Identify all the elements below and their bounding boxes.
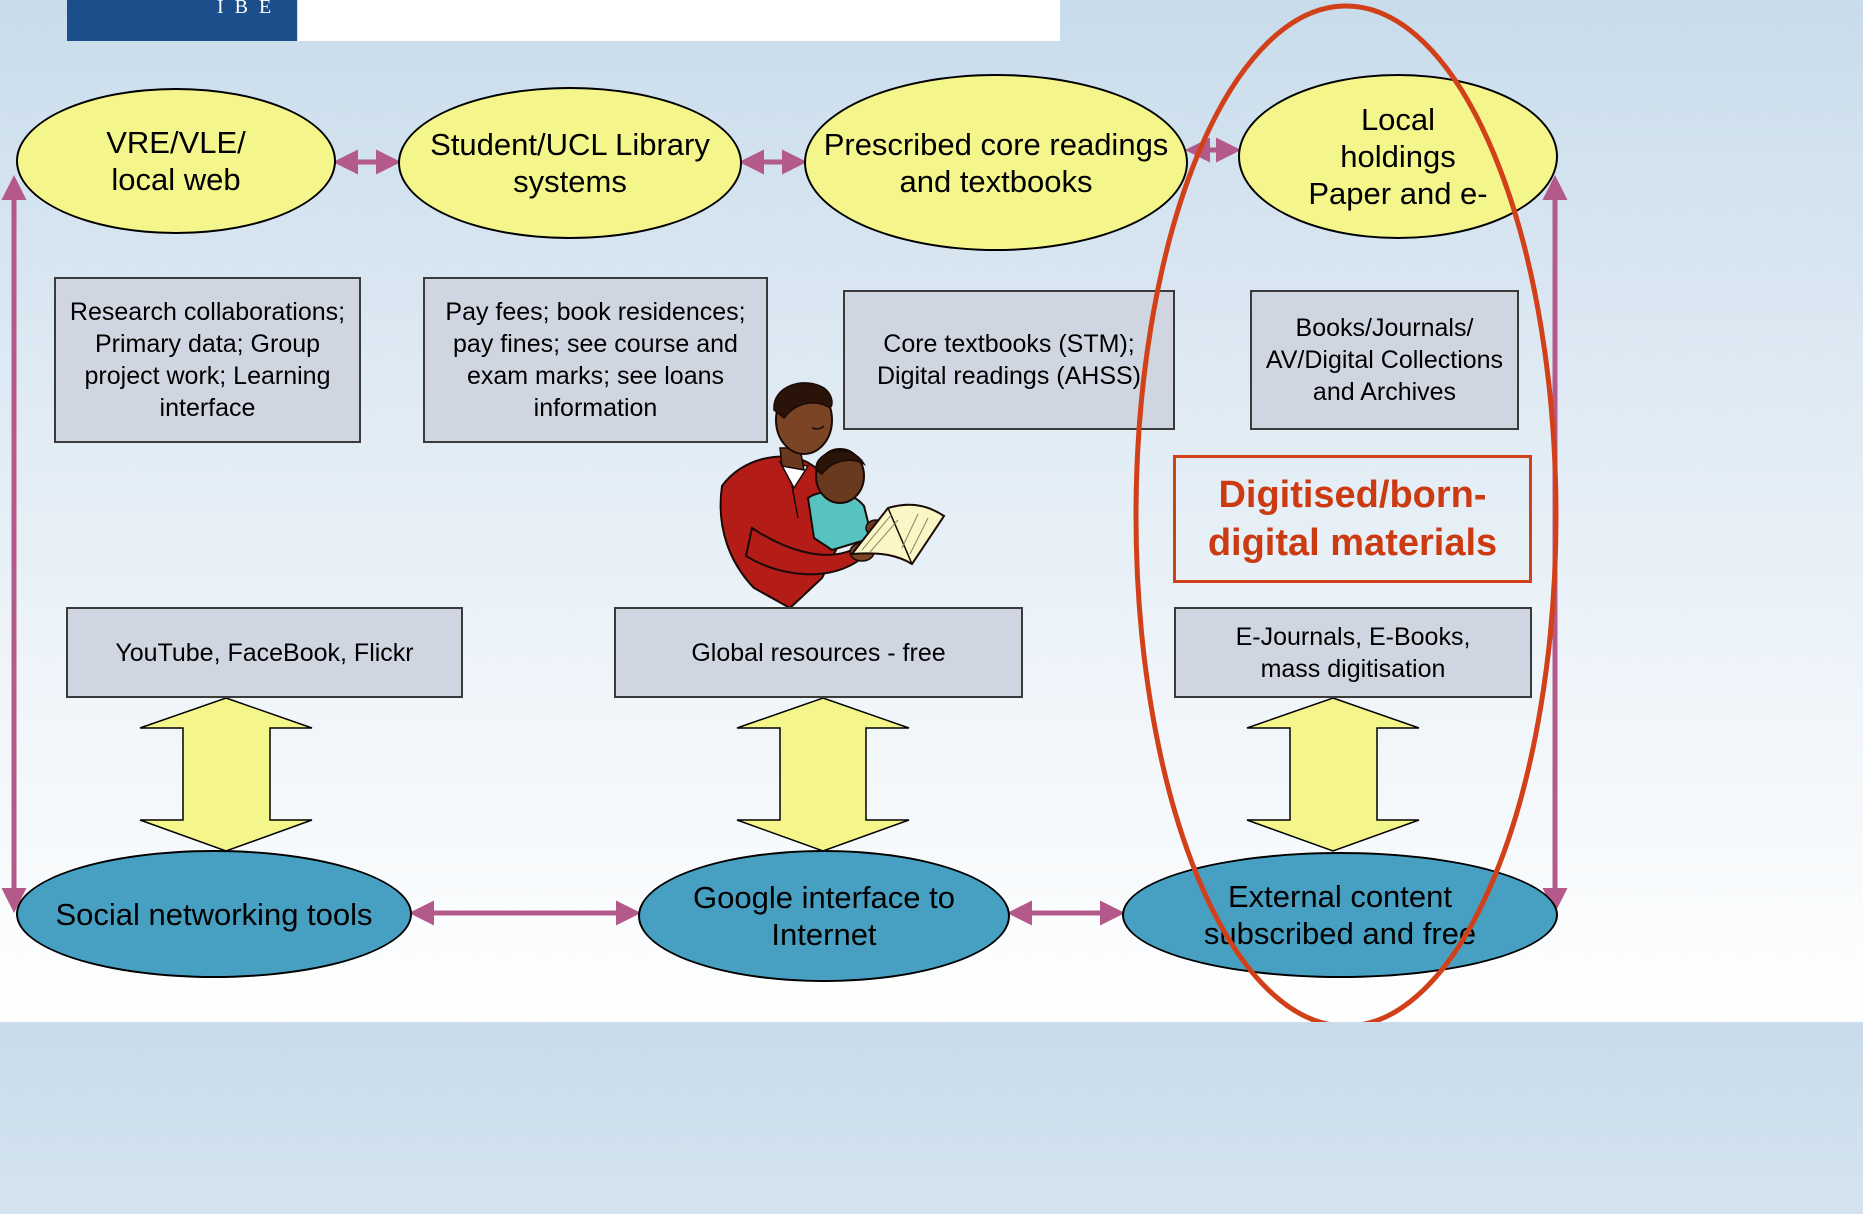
oval-local-holdings: Local holdings Paper and e- [1238, 74, 1558, 239]
double-arrow-external [1246, 697, 1420, 852]
box-student-services: Pay fees; book residences; pay fines; se… [423, 277, 768, 443]
box-research: Research collaborations; Primary data; G… [54, 277, 361, 443]
callout-digitised: Digitised/born- digital materials [1173, 455, 1532, 583]
box-social-resources-label: YouTube, FaceBook, Flickr [115, 638, 414, 667]
oval-social-networking: Social networking tools [16, 850, 412, 978]
oval-library-systems: Student/UCL Library systems [398, 87, 742, 239]
oval-google-interface: Google interface to Internet [638, 850, 1010, 982]
box-research-label: Research collaborations; Primary data; G… [69, 298, 346, 422]
logo-text: I B E [217, 0, 275, 18]
box-global-resources: Global resources - free [614, 607, 1023, 698]
box-global-resources-label: Global resources - free [691, 638, 946, 667]
oval-external-content: External content subscribed and free [1122, 852, 1558, 978]
header-bar [298, 0, 1060, 41]
box-ejournals-label: E-Journals, E-Books, mass digitisation [1235, 622, 1471, 683]
box-collections: Books/Journals/ AV/Digital Collections a… [1250, 290, 1519, 430]
father-reading-icon [719, 382, 946, 610]
oval-prescribed-readings-label: Prescribed core readings and textbooks [823, 126, 1169, 199]
box-collections-label: Books/Journals/ AV/Digital Collections a… [1265, 314, 1504, 406]
oval-prescribed-readings: Prescribed core readings and textbooks [804, 74, 1188, 251]
box-student-services-label: Pay fees; book residences; pay fines; se… [445, 298, 746, 422]
box-core-textbooks: Core textbooks (STM); Digital readings (… [843, 290, 1175, 430]
box-social-resources: YouTube, FaceBook, Flickr [66, 607, 463, 698]
box-ejournals: E-Journals, E-Books, mass digitisation [1174, 607, 1532, 698]
oval-social-networking-label: Social networking tools [55, 896, 373, 932]
box-core-textbooks-label: Core textbooks (STM); Digital readings (… [877, 330, 1141, 390]
oval-external-content-label: External content subscribed and free [1203, 879, 1477, 951]
oval-vre-vle: VRE/VLE/ local web [16, 88, 336, 234]
logo: I B E [67, 0, 297, 41]
oval-vre-vle-label: VRE/VLE/ local web [106, 125, 246, 197]
callout-digitised-label: Digitised/born- digital materials [1207, 474, 1498, 564]
oval-library-systems-label: Student/UCL Library systems [430, 127, 710, 199]
oval-google-interface-label: Google interface to Internet [693, 880, 955, 952]
oval-local-holdings-label: Local holdings Paper and e- [1308, 102, 1488, 211]
double-arrow-social [139, 697, 313, 852]
double-arrow-google [736, 697, 910, 852]
